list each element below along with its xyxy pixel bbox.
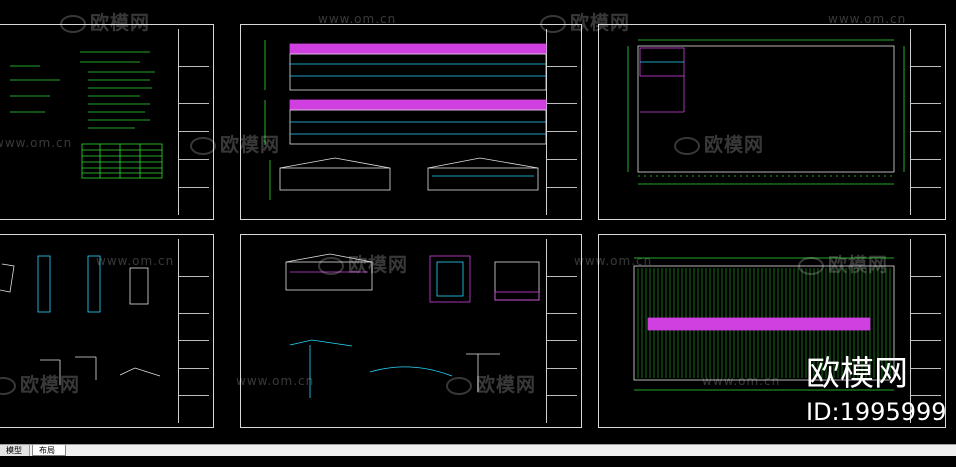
tab-model[interactable]: 模型 [0, 445, 30, 456]
watermark-brand: 欧模网 [190, 130, 280, 157]
watermark-url: www.om.cn [318, 12, 397, 26]
watermark-logo-icon [798, 256, 824, 275]
watermark-brand-large: 欧模网 [806, 354, 908, 394]
watermark-url: www.om.cn [574, 254, 653, 268]
watermark-brand: 欧模网 [674, 130, 764, 157]
watermark-brand: 欧模网 [798, 250, 888, 277]
title-block [910, 239, 941, 423]
layout-tab-bar: 模型 布局1 [0, 444, 956, 466]
watermark-logo-icon [540, 14, 566, 33]
watermark-logo-icon [190, 136, 216, 155]
watermark-brand: 欧模网 [318, 250, 408, 277]
watermark-logo-icon [446, 376, 472, 395]
watermark-id: ID:1995999 [806, 398, 947, 426]
watermark-logo-icon [60, 14, 86, 33]
watermark-brand: 欧模网 [446, 370, 536, 397]
drawing-sheet-3 [598, 24, 946, 220]
title-block [546, 239, 577, 423]
watermark-url: www.om.cn [702, 374, 781, 388]
title-block [178, 29, 209, 215]
drawing-sheet-6 [598, 234, 946, 428]
watermark-url: www.om.cn [96, 254, 175, 268]
watermark-brand: 欧模网 [60, 8, 150, 35]
watermark-url: www.om.cn [828, 12, 907, 26]
drawing-sheet-4 [0, 234, 214, 428]
tab-layout1[interactable]: 布局1 [32, 445, 66, 466]
watermark-brand: 欧模网 [0, 370, 80, 397]
drawing-sheet-5 [240, 234, 582, 428]
watermark-logo-icon [318, 256, 344, 275]
title-block [178, 239, 209, 423]
watermark-logo-icon [674, 136, 700, 155]
watermark-url: www.om.cn [236, 374, 315, 388]
watermark-logo-icon [0, 376, 16, 395]
title-block [910, 29, 941, 215]
cad-drawing-canvas[interactable]: 欧模网 www.om.cn 欧模网 www.om.cn www.om.cn 欧模… [0, 0, 956, 444]
drawing-sheet-1 [0, 24, 214, 220]
watermark-brand: 欧模网 [540, 8, 630, 35]
watermark-url: www.om.cn [0, 136, 73, 150]
title-block [546, 29, 577, 215]
cad-linework [0, 39, 905, 398]
drawing-sheet-2 [240, 24, 582, 220]
